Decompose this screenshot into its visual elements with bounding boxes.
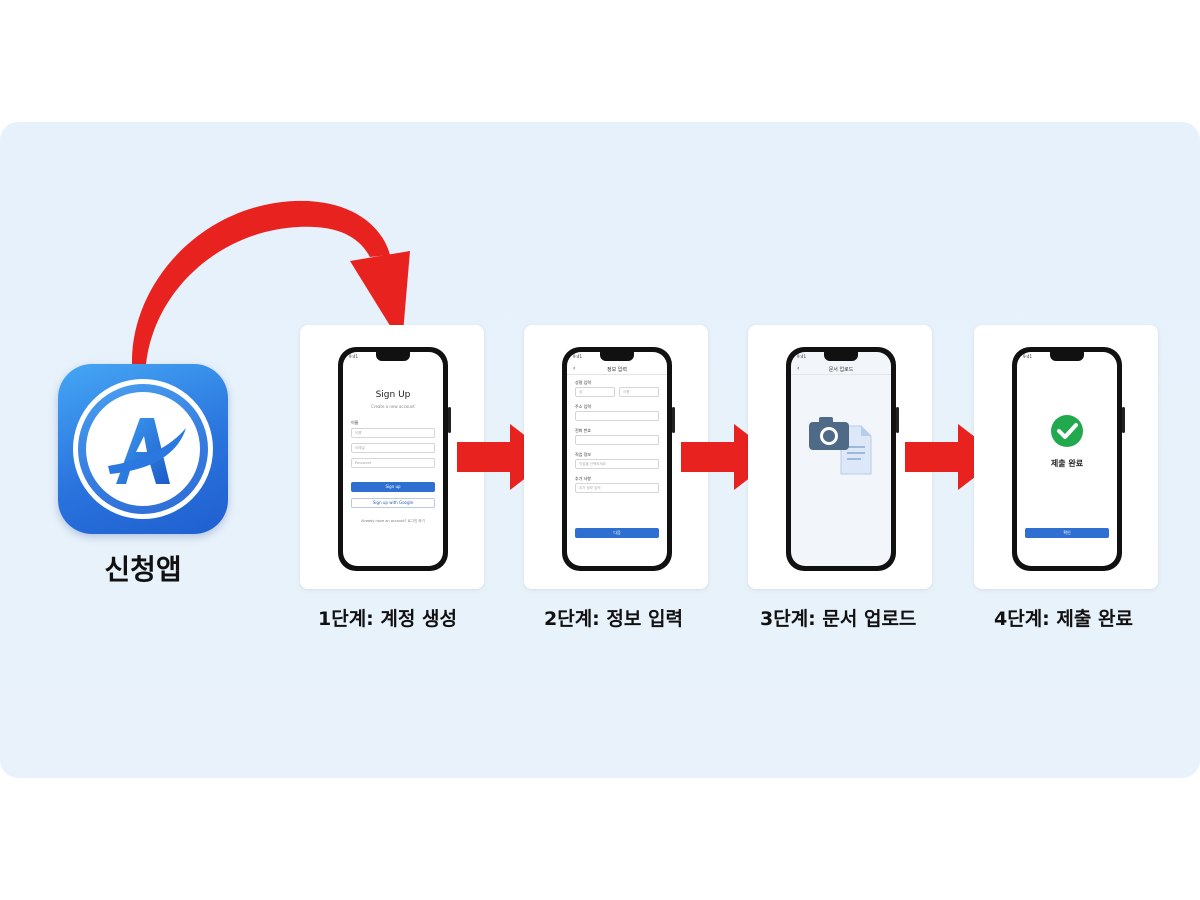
login-link[interactable]: Already have an account? 로그인 하기 — [361, 519, 425, 523]
phone-field[interactable] — [575, 435, 659, 445]
job-select[interactable]: 직업을 선택하세요 — [575, 459, 659, 469]
app-name: 신청앱 — [104, 553, 182, 586]
signup-section-label: 이름 — [351, 420, 359, 425]
document-upload-screen: 9:41 ‹ 문서 업로드 — [791, 352, 891, 566]
app-logo-badge — [86, 392, 200, 506]
screen-header: 문서 업로드 — [828, 367, 854, 373]
app-icon[interactable] — [58, 364, 228, 534]
google-sign-up-button[interactable]: Sign up with Google — [351, 498, 435, 508]
signup-title: Sign Up — [375, 390, 411, 400]
curved-arrow — [131, 200, 410, 365]
phone-mockup: 9:41 ‹ 정보 입력 성명 입력 성 이름 주소 입력 전화 번호 직업 정… — [562, 347, 675, 571]
field-label: 주소 입력 — [575, 404, 591, 409]
info-input-screen: 9:41 ‹ 정보 입력 성명 입력 성 이름 주소 입력 전화 번호 직업 정… — [567, 352, 667, 566]
extra-select[interactable]: 추가 정보 입력 — [575, 483, 659, 493]
step-1-card: 9:41 Sign Up Create a new account 이름 이름 … — [300, 325, 484, 589]
name-field[interactable]: 이름 — [351, 428, 435, 438]
app-logo-a-icon — [108, 418, 186, 484]
submission-complete-screen: 9:41 제출 완료 확인 — [1017, 352, 1117, 566]
next-button[interactable]: 다음 — [575, 528, 659, 538]
field-label: 전화 번호 — [575, 428, 591, 433]
check-icon — [1051, 415, 1083, 447]
email-field[interactable]: 이메일 — [351, 443, 435, 453]
last-name-field[interactable]: 성 — [575, 387, 615, 397]
status-time: 9:41 — [797, 354, 806, 359]
status-time: 9:41 — [1023, 354, 1032, 359]
signup-subtitle: Create a new account — [371, 404, 415, 409]
completion-text: 제출 완료 — [1050, 459, 1084, 468]
sign-up-button[interactable]: Sign up — [351, 482, 435, 492]
screen-header: 정보 입력 — [607, 367, 627, 373]
phone-mockup: 9:41 ‹ 문서 업로드 — [786, 347, 899, 571]
back-icon[interactable]: ‹ — [797, 365, 800, 372]
app-logo-ring — [73, 379, 213, 519]
status-time: 9:41 — [573, 354, 582, 359]
step-2-label: 2단계: 정보 입력 — [544, 608, 683, 630]
step-3-label: 3단계: 문서 업로드 — [760, 608, 917, 630]
field-label: 직업 정보 — [575, 452, 591, 457]
first-name-field[interactable]: 이름 — [619, 387, 659, 397]
step-2-card: 9:41 ‹ 정보 입력 성명 입력 성 이름 주소 입력 전화 번호 직업 정… — [524, 325, 708, 589]
status-time: 9:41 — [349, 354, 358, 359]
back-icon[interactable]: ‹ — [573, 365, 576, 372]
signup-screen: 9:41 Sign Up Create a new account 이름 이름 … — [343, 352, 443, 566]
step-3-card: 9:41 ‹ 문서 업로드 — [748, 325, 932, 589]
phone-mockup: 9:41 Sign Up Create a new account 이름 이름 … — [338, 347, 451, 571]
field-label: 성명 입력 — [575, 380, 591, 385]
step-4-card: 9:41 제출 완료 확인 — [974, 325, 1158, 589]
confirm-button[interactable]: 확인 — [1025, 528, 1109, 538]
password-field[interactable]: Password — [351, 458, 435, 468]
address-field[interactable] — [575, 411, 659, 421]
camera-document-icon[interactable] — [807, 412, 877, 476]
field-label: 추가 사항 — [575, 476, 591, 481]
phone-mockup: 9:41 제출 완료 확인 — [1012, 347, 1125, 571]
step-1-label: 1단계: 계정 생성 — [318, 608, 457, 630]
step-4-label: 4단계: 제출 완료 — [994, 608, 1133, 630]
